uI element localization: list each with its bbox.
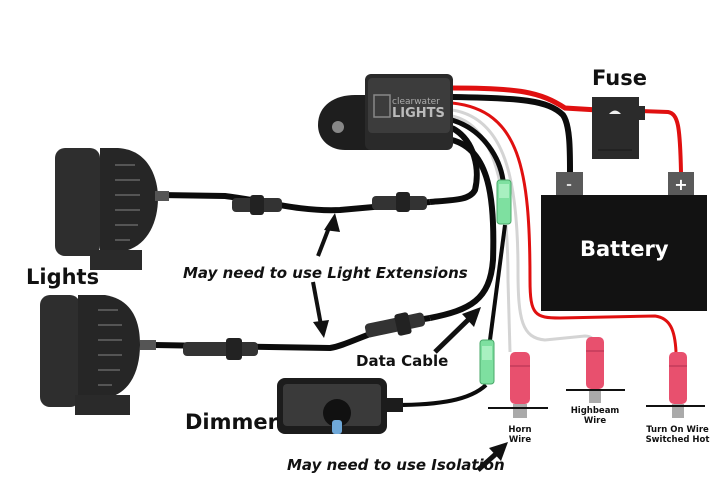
black-wire-to-negative (451, 94, 573, 173)
black-wire-data-cable (451, 117, 506, 181)
battery (541, 172, 707, 311)
positive-terminal-label: + (674, 175, 687, 194)
isolation-note: May need to use Isolation (287, 456, 505, 474)
green-connector-lower (479, 339, 495, 385)
upper-light (55, 148, 169, 270)
black-wire-green-to-dimmer (488, 224, 507, 341)
lower-light (40, 295, 156, 415)
negative-terminal-label: - (566, 177, 572, 193)
fuse-label: Fuse (592, 66, 647, 90)
tap-horn (488, 352, 548, 418)
black-wire-lower-light (429, 137, 497, 321)
battery-label: Battery (580, 237, 669, 261)
white-wire-to-horn (451, 114, 512, 353)
lights-label: Lights (26, 265, 100, 289)
controller-module: clearwater LIGHTS (318, 74, 453, 150)
green-connector-upper (496, 179, 512, 225)
controller-brand-top: clearwater (392, 97, 440, 107)
connector-lower-left (183, 338, 258, 360)
red-wire-fuse-to-positive (639, 109, 683, 173)
data-cable-label: Data Cable (356, 352, 449, 370)
connector-upper-right (372, 192, 427, 212)
red-wire-to-fuse (451, 85, 599, 113)
connector-upper-left (232, 195, 282, 215)
white-wire-to-highbeam (451, 108, 597, 349)
controller-brand-bottom: LIGHTS (392, 106, 445, 121)
tap-highbeam (566, 337, 625, 403)
light-extensions-note: May need to use Light Extensions (183, 264, 468, 282)
negative-terminal (556, 172, 583, 196)
dimmer-module (277, 378, 403, 434)
dimmer-label: Dimmer (185, 410, 278, 434)
arrow-data-cable (433, 307, 481, 354)
positive-terminal (668, 172, 694, 196)
arrow-down-to-lower-extension (311, 281, 329, 338)
connector-lower-right (364, 312, 426, 338)
black-wire-dimmer (394, 383, 488, 407)
arrow-up-to-upper-extension (316, 213, 340, 257)
arrow-isolation (476, 442, 508, 472)
red-wire-to-turn-on (451, 101, 678, 353)
tap-turn-on (646, 352, 705, 418)
fuse-holder (592, 97, 645, 159)
black-wire-upper-light (429, 125, 480, 205)
